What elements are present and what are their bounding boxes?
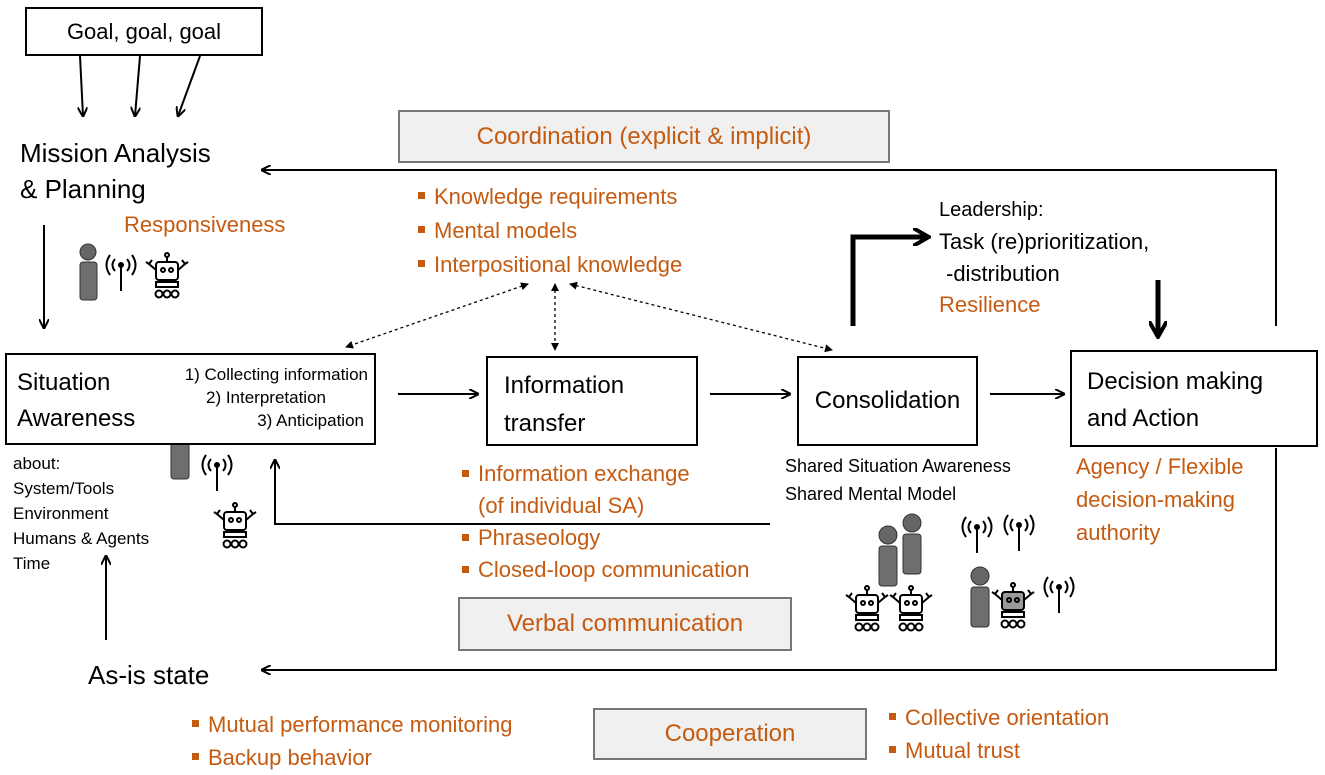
leadership-line2: Task (re)prioritization,	[939, 229, 1150, 254]
sa-step-1: 1) Collecting information	[184, 365, 368, 384]
situation-awareness-box: Situation Awareness 1) Collecting inform…	[5, 353, 376, 445]
cooperation-left-list: Mutual performance monitoring Backup beh…	[192, 708, 512, 774]
verbal-item-line: Information exchange	[478, 461, 690, 486]
asis-state-label: As-is state	[88, 660, 210, 690]
verbal-item-line: (of individual SA)	[478, 493, 645, 518]
sa-step-3: 3) Anticipation	[257, 411, 364, 430]
agency-list: Agency / Flexible decision-making author…	[1076, 450, 1244, 549]
sa-about-item: about:	[13, 454, 61, 473]
cooperation-box: Cooperation	[593, 708, 867, 760]
goal-arrow-2	[135, 55, 141, 116]
information-transfer-box: Information transfer	[486, 356, 698, 446]
robot-icon	[145, 252, 189, 299]
resilience-label: Resilience	[939, 292, 1041, 317]
decision-to-asis-arrow	[262, 448, 1277, 670]
human-icon	[902, 513, 922, 575]
sa-title-line2: Awareness	[17, 405, 136, 432]
decision-line2: and Action	[1087, 405, 1200, 432]
cooperation-item: Mutual performance monitoring	[192, 708, 512, 741]
robot-icon	[991, 582, 1035, 629]
wireless-signal-icon	[1043, 576, 1075, 613]
agency-line: authority	[1076, 520, 1161, 545]
decision-making-box: Decision making and Action	[1070, 350, 1318, 447]
verbal-communication-title: Verbal communication	[506, 610, 744, 637]
verbal-item: Phraseology	[462, 522, 749, 554]
info-transfer-line2: transfer	[504, 410, 586, 437]
cooperation-item: Mutual trust	[889, 734, 1109, 767]
goal-arrow-3	[178, 55, 201, 116]
goal-box-label: Goal, goal, goal	[66, 18, 222, 44]
human-icon	[79, 243, 98, 301]
sa-about-item: Time	[13, 554, 51, 573]
human-icon	[970, 566, 990, 628]
coordination-item: Knowledge requirements	[418, 180, 682, 214]
mission-label-line2: & Planning	[20, 174, 146, 204]
sa-about-item: Humans & Agents	[13, 529, 150, 548]
wireless-signal-icon	[201, 454, 233, 491]
verbal-communication-list: Information exchange (of individual SA) …	[462, 458, 749, 586]
leadership-line1: Leadership:	[939, 199, 1044, 221]
robot-icon	[845, 585, 889, 632]
cooperation-item: Collective orientation	[889, 701, 1109, 734]
cooperation-right-list: Collective orientation Mutual trust	[889, 701, 1109, 767]
shared-mm-label: Shared Mental Model	[785, 484, 957, 504]
responsiveness-label: Responsiveness	[124, 212, 286, 237]
coordination-item: Mental models	[418, 214, 682, 248]
decision-to-mission-arrow	[262, 170, 1277, 326]
robot-icon	[213, 502, 257, 549]
coordination-list: Knowledge requirements Mental models Int…	[418, 180, 682, 282]
consolidation-to-leadership-arrow	[850, 237, 928, 326]
robot-icon	[889, 585, 933, 632]
wireless-signal-icon	[1003, 514, 1035, 551]
sa-title-line1: Situation	[17, 369, 111, 396]
sa-step-2: 2) Interpretation	[205, 388, 326, 407]
mission-label-line1: Mission Analysis	[20, 138, 211, 168]
cooperation-item: Backup behavior	[192, 741, 512, 774]
goal-arrow-1	[80, 55, 83, 116]
human-icon	[878, 525, 898, 587]
goal-box: Goal, goal, goal	[25, 7, 263, 56]
verbal-item: Closed-loop communication	[462, 554, 749, 586]
info-transfer-line1: Information	[504, 372, 625, 399]
wireless-signal-icon	[961, 516, 993, 553]
coordination-item: Interpositional knowledge	[418, 248, 682, 282]
wireless-signal-icon	[105, 254, 137, 291]
cooperation-title: Cooperation	[664, 720, 796, 747]
feedback-to-sa-arrow	[275, 460, 770, 525]
agency-line: Agency / Flexible	[1076, 454, 1244, 479]
dotted-link-consolidation	[569, 281, 833, 353]
sa-about-item: Environment	[13, 504, 109, 523]
consolidation-box: Consolidation	[797, 356, 978, 446]
dotted-link-sa	[345, 282, 529, 349]
coordination-box: Coordination (explicit & implicit)	[398, 110, 890, 163]
agency-line: decision-making	[1076, 487, 1235, 512]
sa-about-list: about: System/Tools Environment Humans &…	[13, 451, 149, 576]
verbal-communication-box: Verbal communication	[458, 597, 792, 651]
shared-sa-label: Shared Situation Awareness	[785, 456, 1011, 476]
decision-line1: Decision making	[1087, 368, 1264, 395]
leadership-line3: -distribution	[946, 261, 1060, 286]
sa-about-item: System/Tools	[13, 479, 115, 498]
consolidation-label: Consolidation	[814, 387, 961, 414]
coordination-title: Coordination (explicit & implicit)	[476, 122, 812, 150]
verbal-item: Information exchange (of individual SA)	[462, 458, 749, 522]
